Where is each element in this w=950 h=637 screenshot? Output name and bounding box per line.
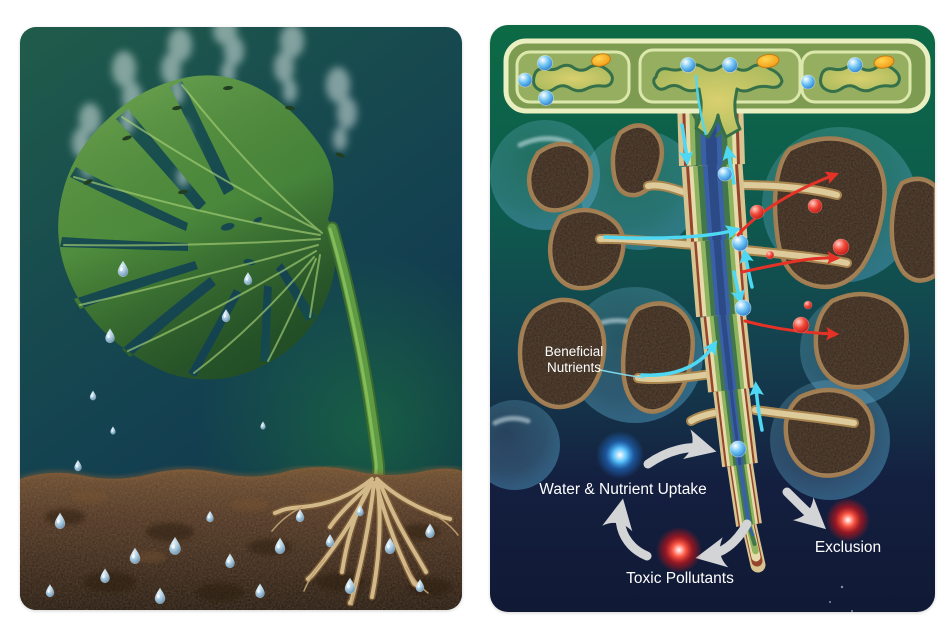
soil-particle bbox=[783, 387, 875, 478]
stomata bbox=[83, 85, 345, 195]
soil-particle bbox=[813, 291, 909, 390]
chloroplast-body-t bbox=[652, 63, 784, 139]
sparkles bbox=[829, 585, 853, 612]
soil-particle bbox=[526, 141, 593, 213]
soil-particle bbox=[889, 176, 935, 283]
beneficial-pointer-line bbox=[599, 369, 646, 379]
to-exclusion-arrow bbox=[782, 487, 826, 530]
steam-plume bbox=[326, 67, 357, 151]
legend-spheres bbox=[596, 431, 870, 573]
soil-particle bbox=[547, 207, 626, 291]
to-toxic-arrow bbox=[695, 519, 752, 568]
uptake-arrows bbox=[603, 123, 765, 432]
uptake-flow-arrow bbox=[643, 429, 717, 469]
cycle-up-arrow bbox=[602, 498, 652, 561]
water-nutrient-uptake-label: Water & Nutrient Uptake bbox=[539, 481, 706, 498]
soil-particle bbox=[620, 301, 695, 414]
leaf-veins bbox=[63, 84, 323, 374]
steam-plume bbox=[274, 27, 304, 103]
transpiration-panel bbox=[20, 27, 462, 610]
flow-arrows bbox=[602, 429, 826, 568]
soil-particle-beneficial bbox=[517, 297, 607, 410]
transpiration-illustration bbox=[20, 27, 462, 610]
exclusion-arrows bbox=[736, 171, 841, 341]
water-sphere-glow bbox=[596, 431, 644, 479]
roots bbox=[271, 475, 459, 607]
soil-particle bbox=[610, 123, 665, 198]
water-nutrient-spheres bbox=[717, 166, 752, 458]
monstera-leaf bbox=[58, 75, 345, 380]
exclusion-label: Exclusion bbox=[815, 539, 881, 556]
transpiration-stream-line bbox=[694, 74, 708, 136]
beneficial-nutrients-label-line1: Beneficial bbox=[545, 344, 604, 359]
toxic-sphere-glow bbox=[656, 527, 702, 573]
root-uptake-panel: Beneficial Nutrients Water & Nutrient Up… bbox=[490, 25, 935, 612]
stem bbox=[325, 221, 386, 489]
leaf-cells-bar bbox=[503, 38, 931, 139]
beneficial-nutrients-label-line2: Nutrients bbox=[547, 360, 601, 375]
pollutant-spheres bbox=[749, 198, 850, 334]
cell-organelles-orange bbox=[591, 53, 895, 69]
cell-water-spheres bbox=[517, 55, 863, 106]
toxic-pollutants-label: Toxic Pollutants bbox=[626, 570, 734, 587]
exclusion-sphere-glow bbox=[826, 498, 870, 542]
root-uptake-diagram: Beneficial Nutrients Water & Nutrient Up… bbox=[490, 25, 935, 612]
soil-particles bbox=[517, 123, 935, 478]
steam-plume bbox=[161, 28, 192, 105]
